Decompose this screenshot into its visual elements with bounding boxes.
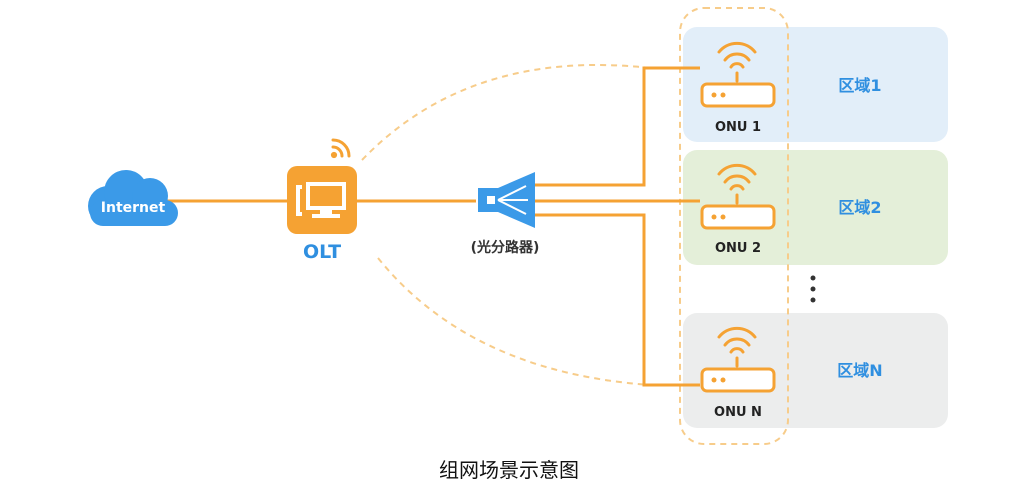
wireless-arc-top: [361, 63, 651, 161]
onu-label: ONU N: [714, 405, 762, 420]
wifi-signal-icon: [330, 138, 351, 159]
olt-icon: [287, 166, 357, 234]
onu-label: ONU 1: [715, 120, 761, 135]
zone-label: 区域1: [838, 76, 881, 95]
router-icon: [700, 326, 776, 393]
splitter-icon: [478, 172, 535, 228]
internet-label: Internet: [101, 200, 166, 216]
zone-panel-n: [683, 313, 948, 428]
zone-panel-1: [683, 27, 948, 142]
onu-label: ONU 2: [715, 241, 761, 256]
fiber-lines: [165, 66, 700, 387]
router-icon: [700, 41, 776, 108]
onu-group-outline: [679, 7, 789, 445]
figure-caption: 组网场景示意图: [439, 458, 579, 482]
router-icon: [700, 163, 776, 230]
wireless-arc-bottom: [377, 257, 651, 386]
zone-panel-2: [683, 150, 948, 265]
olt-label: OLT: [303, 241, 341, 263]
ellipsis-icon: [810, 275, 816, 303]
cloud-icon: [88, 170, 178, 226]
splitter-label: (光分路器): [471, 239, 540, 256]
zone-label: 区域2: [838, 198, 881, 217]
zone-label: 区域N: [837, 361, 882, 380]
